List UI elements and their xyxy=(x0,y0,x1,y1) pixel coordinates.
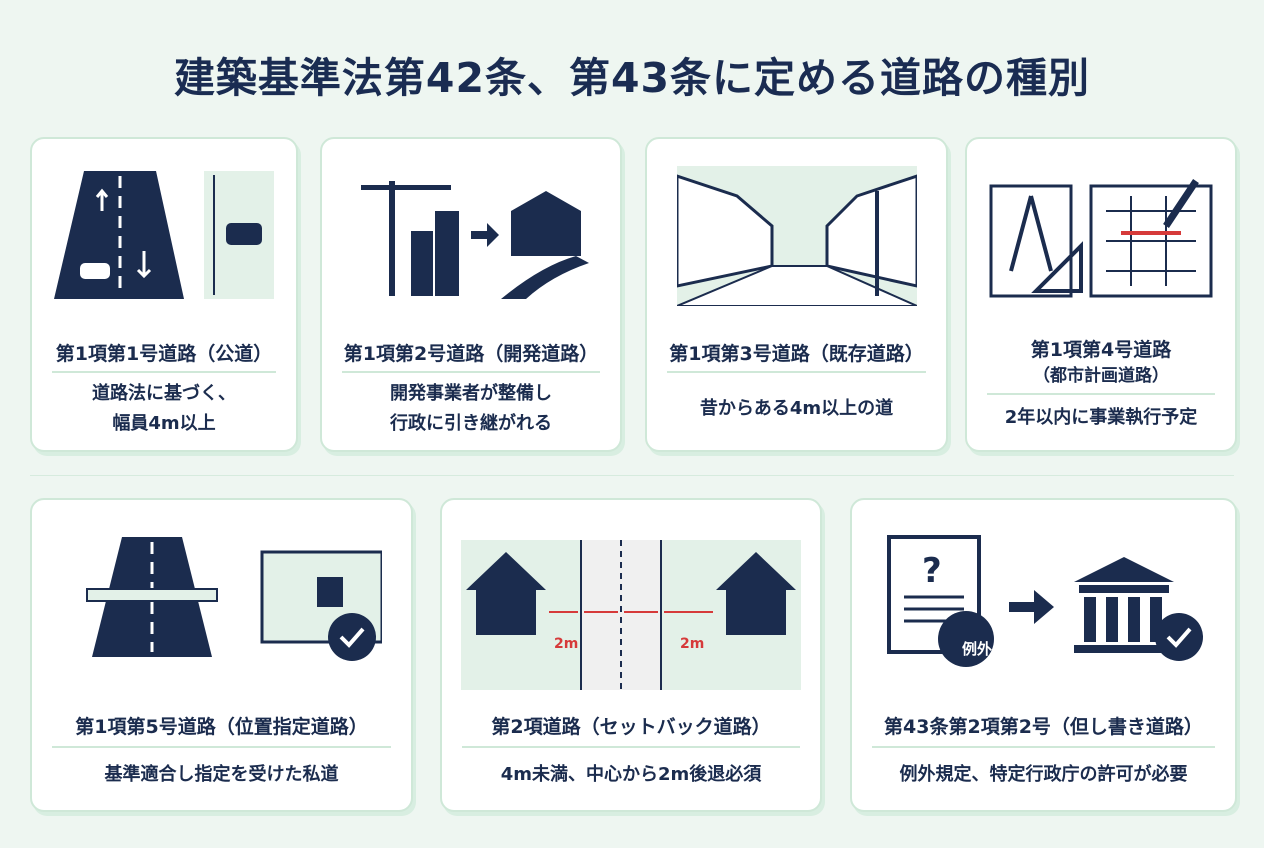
card-title: 第1項第1号道路（公道） xyxy=(55,343,273,365)
desc-line: 幅員4m以上 xyxy=(112,413,216,434)
desc-line: 昔からある4m以上の道 xyxy=(699,398,894,419)
divider xyxy=(52,746,391,748)
divider xyxy=(987,393,1215,395)
designated-illustration xyxy=(32,522,411,672)
card-designated-road: 第1項第5号道路（位置指定道路） 基準適合し指定を受けた私道 xyxy=(30,498,413,812)
planning-illustration xyxy=(967,161,1235,311)
setback-diagram xyxy=(461,540,801,690)
card-title: 第1項第2号道路（開発道路） xyxy=(343,343,599,365)
old-street-icon xyxy=(676,166,917,306)
card-public-road: 第1項第1号道路（公道） 道路法に基づく、 幅員4m以上 xyxy=(30,137,298,452)
desc-line: 例外規定、特定行政庁の許可が必要 xyxy=(899,764,1188,785)
card-title: 第43条第2項第2号（但し書き道路） xyxy=(884,716,1203,738)
desc-line: 2年以内に事業執行予定 xyxy=(1004,407,1198,428)
exception-stamp-label: 例外 xyxy=(962,640,993,658)
card-setback-road: 2m 2m 第2項道路（セットバック道路） 4m未満、中心から2m後退必須 xyxy=(440,498,822,812)
divider xyxy=(667,371,926,373)
exception-illustration: ? xyxy=(852,522,1235,672)
setback-label-left: 2m xyxy=(554,636,579,652)
svg-text:?: ? xyxy=(922,551,942,591)
card-desc: 昔からある4m以上の道 xyxy=(647,394,946,424)
card-title: 第2項道路（セットバック道路） xyxy=(491,716,771,738)
card-subtitle: （都市計画道路） xyxy=(1033,366,1169,386)
crane-building-icon xyxy=(361,181,589,299)
desc-line: 道路法に基づく、 xyxy=(92,383,236,404)
page-title: 建築基準法第42条、第43条に定める道路の種別 xyxy=(173,54,1091,102)
development-illustration xyxy=(322,161,620,311)
card-title: 第1項第5号道路（位置指定道路） xyxy=(75,716,368,738)
card-city-planning-road: 第1項第4号道路 （都市計画道路） 2年以内に事業執行予定 xyxy=(965,137,1237,452)
card-desc: 例外規定、特定行政庁の許可が必要 xyxy=(852,760,1235,790)
card-desc: 4m未満、中心から2m後退必須 xyxy=(442,760,820,790)
desc-line: 開発事業者が整備し xyxy=(390,383,552,404)
setback-label-right: 2m xyxy=(680,636,705,652)
setback-illustration xyxy=(442,540,820,690)
card-title: 第1項第4号道路 xyxy=(1030,339,1172,361)
road-illustration xyxy=(32,161,296,311)
desc-line: 基準適合し指定を受けた私道 xyxy=(104,764,339,785)
card-development-road: 第1項第2号道路（開発道路） 開発事業者が整備し 行政に引き継がれる xyxy=(320,137,622,452)
divider xyxy=(462,746,800,748)
divider xyxy=(872,746,1215,748)
card-desc: 基準適合し指定を受けた私道 xyxy=(32,760,411,790)
card-title: 第1項第3号道路（既存道路） xyxy=(669,343,924,365)
blueprint-compass-icon xyxy=(989,179,1213,298)
card-desc: 開発事業者が整備し 行政に引き継がれる xyxy=(322,379,620,439)
card-desc: 道路法に基づく、 幅員4m以上 xyxy=(32,379,296,439)
card-exception-road: ? 例外 第43条第2項第2号（但し書き道路） 例外規定、特定行政庁の許可が必要 xyxy=(850,498,1237,812)
old-street-illustration xyxy=(647,161,946,311)
section-divider xyxy=(30,475,1234,476)
card-existing-road: 第1項第3号道路（既存道路） 昔からある4m以上の道 xyxy=(645,137,948,452)
divider xyxy=(52,371,276,373)
desc-line: 4m未満、中心から2m後退必須 xyxy=(500,764,762,785)
road-car-icon xyxy=(54,171,274,299)
document-government-icon: ? xyxy=(886,535,1203,667)
road-stamp-icon xyxy=(85,537,382,661)
card-desc: 2年以内に事業執行予定 xyxy=(967,403,1235,433)
divider xyxy=(342,371,600,373)
desc-line: 行政に引き継がれる xyxy=(390,413,552,434)
